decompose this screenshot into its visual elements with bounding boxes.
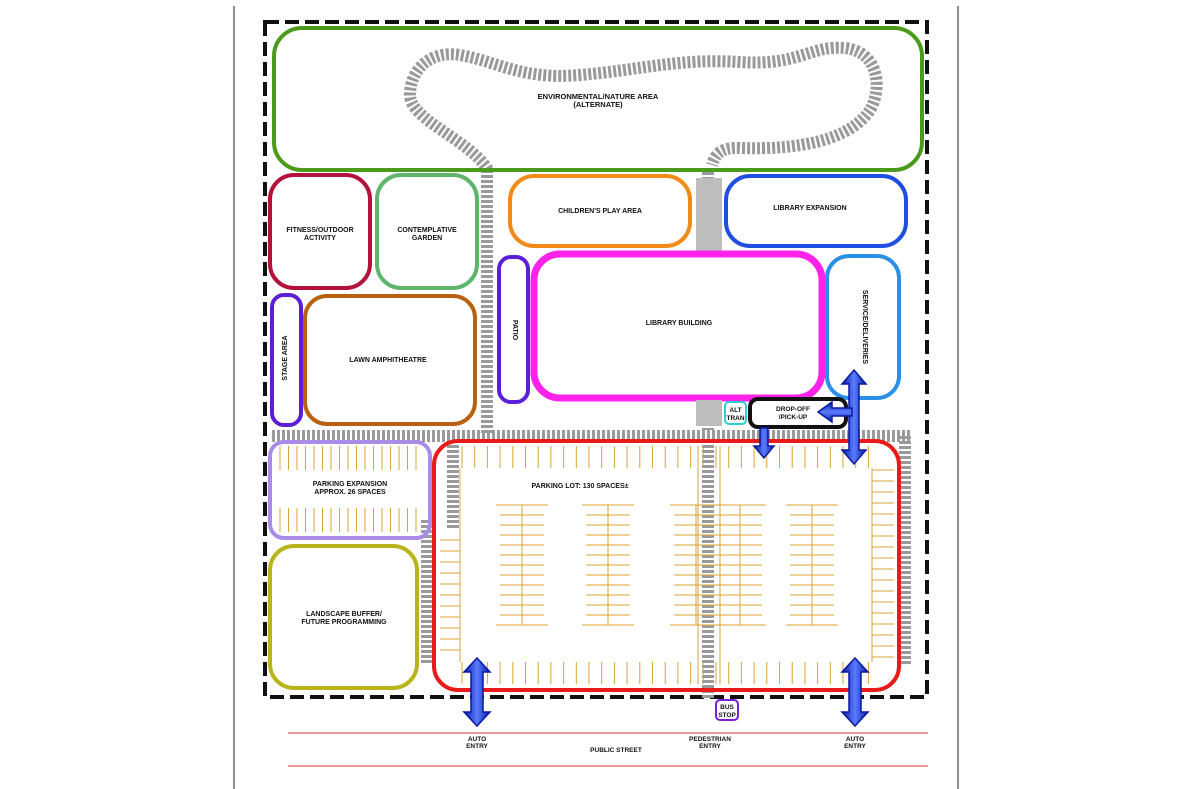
zone-library-expansion (724, 174, 908, 248)
zone-lawn-label: LAWN AMPHITHEATRE (349, 357, 427, 364)
zone-alt-tran (724, 401, 747, 425)
zone-bus-stop-label-2: STOP (718, 712, 736, 719)
zone-library-expansion-label: LIBRARY EXPANSION (773, 205, 846, 212)
zone-landscape-buffer (268, 544, 419, 690)
zone-service (825, 254, 901, 400)
zone-bus-stop-label-1: BUS (720, 704, 734, 711)
zone-stage-label: STAGE AREA (282, 335, 289, 380)
zone-patio (497, 255, 530, 404)
entry-pedestrian-label-2: ENTRY (699, 743, 721, 750)
walkway-ladder-lower (696, 400, 722, 426)
entry-auto-left-label-1: AUTO (468, 736, 486, 743)
entry-pedestrian-label-1: PEDESTRIAN (689, 736, 731, 743)
zone-fitness (268, 173, 372, 290)
zone-dropoff-label-1: DROP-OFF (776, 406, 810, 413)
zone-landscape-buffer-label-1: LANDSCAPE BUFFER/ (306, 611, 382, 618)
zone-bus-stop (715, 699, 739, 721)
zone-fitness-label-2: ACTIVITY (304, 235, 336, 242)
entry-auto-right-label-1: AUTO (846, 736, 864, 743)
walkway-rungs (696, 178, 722, 252)
arrow-dropoff-down (752, 427, 776, 460)
zone-library-building (530, 250, 826, 402)
zone-landscape-buffer-label-2: FUTURE PROGRAMMING (301, 619, 387, 626)
zone-contemplative (375, 173, 479, 290)
arrow-auto-entry-left (462, 656, 492, 728)
zone-stage (270, 293, 303, 427)
zone-library-building-label: LIBRARY BUILDING (646, 320, 713, 327)
zone-parking-expansion-label-1: PARKING EXPANSION (313, 481, 387, 488)
zone-contemplative-label-1: CONTEMPLATIVE (397, 227, 457, 234)
zone-service-label: SERVICE/DELIVERIES (861, 290, 868, 365)
zone-alt-tran-label-1: ALT (729, 407, 741, 414)
arrow-service-vertical (840, 368, 868, 466)
zone-environmental-label-2: (ALTERNATE) (573, 100, 623, 109)
zone-parking-lot-label: PARKING LOT: 130 SPACES± (532, 483, 629, 490)
zone-parking-expansion-label-2: APPROX. 26 SPACES (314, 489, 386, 496)
zone-parking-expansion (268, 440, 432, 540)
zone-alt-tran-label-2: TRAN (726, 415, 744, 422)
parking-lot-stalls (440, 446, 894, 684)
zone-childrens-play (508, 174, 692, 248)
zone-childrens-play-label: CHILDREN'S PLAY AREA (558, 208, 642, 215)
zone-fitness-label-1: FITNESS/OUTDOOR (286, 227, 353, 234)
entry-auto-left-label-2: ENTRY (466, 743, 488, 750)
zone-parking-lot (432, 439, 901, 692)
pedestrian-paths (272, 41, 911, 700)
zone-contemplative-label-2: GARDEN (412, 235, 442, 242)
arrow-auto-entry-right (840, 656, 870, 728)
zone-dropoff-label-2: /PICK-UP (779, 414, 808, 421)
zone-environmental (272, 26, 924, 172)
parking-expansion-stalls (279, 446, 417, 532)
zone-patio-label: PATIO (511, 320, 518, 341)
street-label: PUBLIC STREET (590, 747, 642, 754)
site-boundary (263, 20, 929, 699)
zone-environmental-label-1: ENVIRONMENTAL/NATURE AREA (538, 92, 659, 101)
arrow-dropoff-horizontal (816, 400, 853, 424)
zone-lawn (303, 294, 477, 426)
entry-auto-right-label-2: ENTRY (844, 743, 866, 750)
